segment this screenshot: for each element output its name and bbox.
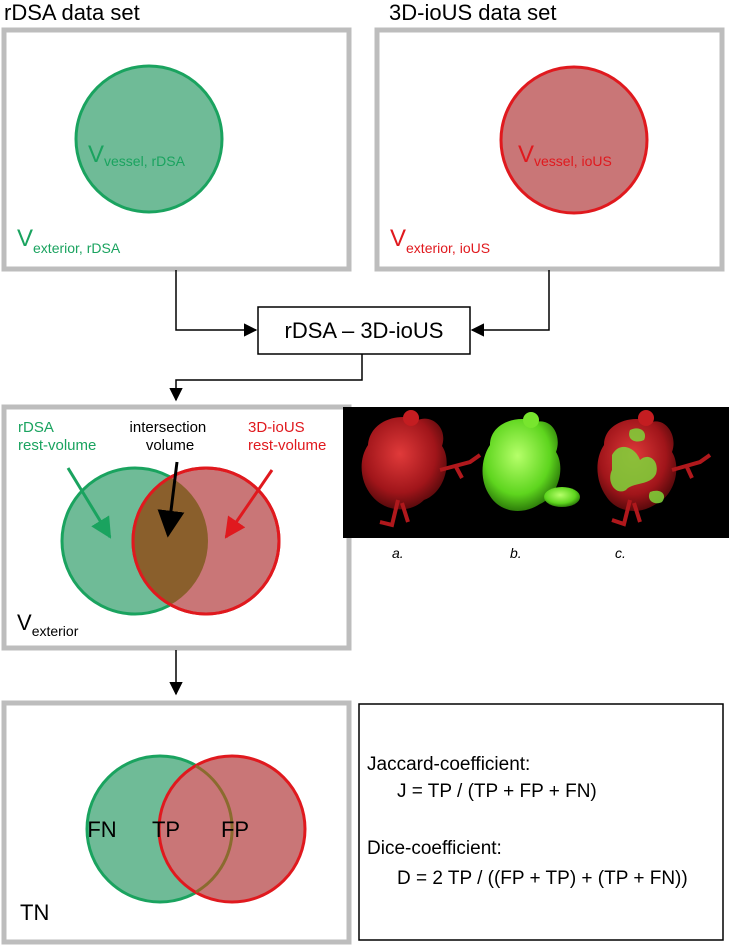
venn-exterior-sub: exterior	[32, 623, 79, 639]
connector-right	[470, 270, 550, 337]
jaccard-title: Jaccard-coefficient:	[367, 754, 530, 775]
label-fn: FN	[87, 817, 116, 842]
arrow-red	[224, 469, 274, 539]
header-rdsa: rDSA data set	[4, 0, 140, 25]
connector-venn	[169, 354, 363, 402]
svg-text:rDSA rest-volume: rDSA rest-volume	[18, 419, 96, 454]
difference-label: rDSA – 3D-ioUS	[285, 318, 444, 343]
venn-label-ious-2: rest-volume	[248, 437, 326, 454]
dice-title: Dice-coefficient:	[367, 838, 502, 859]
venn-label-ious-1: 3D-ioUS	[248, 419, 305, 436]
label-tn: TN	[20, 900, 49, 925]
caption-b: b.	[510, 545, 522, 561]
svg-text:Vexterior, rDSA: Vexterior, rDSA	[17, 225, 121, 256]
vessel-sub-ious: vessel, ioUS	[534, 153, 612, 169]
panel-venn: rDSA rest-volume intersection volume 3D-…	[1, 404, 352, 651]
venn-label-rdsa-2: rest-volume	[18, 437, 96, 454]
exterior-label-ious: V	[390, 225, 406, 252]
vessel-sub-rdsa: vessel, rDSA	[104, 153, 186, 169]
label-tp: TP	[152, 817, 180, 842]
arrow-black	[157, 461, 185, 538]
exterior-sub-ious: exterior, ioUS	[406, 240, 490, 256]
svg-text:Vvessel, rDSA: Vvessel, rDSA	[88, 141, 186, 169]
venn-exterior-label: V	[17, 610, 32, 635]
render-c	[597, 410, 712, 527]
svg-text:Vexterior: Vexterior	[17, 610, 79, 639]
svg-text:Vvessel, ioUS: Vvessel, ioUS	[518, 141, 612, 169]
render-b	[482, 412, 580, 511]
arrow-green	[66, 467, 112, 539]
exterior-label-rdsa: V	[17, 225, 33, 252]
svg-text:3D-ioUS rest-volume: 3D-ioUS rest-volume	[248, 419, 326, 454]
panel-rdsa: Vvessel, rDSA Vexterior, rDSA	[1, 27, 352, 272]
vessel-circle-rdsa	[74, 64, 224, 214]
exterior-sub-rdsa: exterior, rDSA	[33, 240, 121, 256]
vessel-label-rdsa: V	[88, 141, 104, 168]
venn-label-intersection-2: volume	[146, 437, 194, 454]
difference-box: rDSA – 3D-ioUS	[257, 306, 471, 355]
jaccard-formula: J = TP / (TP + FP + FN)	[397, 781, 597, 802]
connector-left	[175, 270, 258, 337]
render-panel: a. b. c.	[343, 407, 729, 561]
venn-intersection	[133, 468, 208, 614]
caption-c: c.	[615, 545, 626, 561]
panel-ious: Vvessel, ioUS Vexterior, ioUS	[374, 27, 725, 272]
venn-label-intersection-1: intersection	[130, 419, 207, 436]
panel-confusion: FN TP FP TN	[1, 700, 352, 945]
formula-box: Jaccard-coefficient: J = TP / (TP + FP +…	[358, 703, 724, 941]
svg-text:Vexterior, ioUS: Vexterior, ioUS	[390, 225, 490, 256]
vessel-circle-ious	[499, 65, 649, 215]
caption-a: a.	[392, 545, 404, 561]
venn-label-rdsa-1: rDSA	[18, 419, 54, 436]
dice-formula: D = 2 TP / ((FP + TP) + (TP + FN))	[397, 868, 688, 889]
header-ious: 3D-ioUS data set	[389, 0, 557, 25]
render-a	[361, 410, 482, 528]
svg-text:intersection volume: intersection volume	[130, 419, 211, 454]
label-fp: FP	[221, 817, 249, 842]
vessel-label-ious: V	[518, 141, 534, 168]
